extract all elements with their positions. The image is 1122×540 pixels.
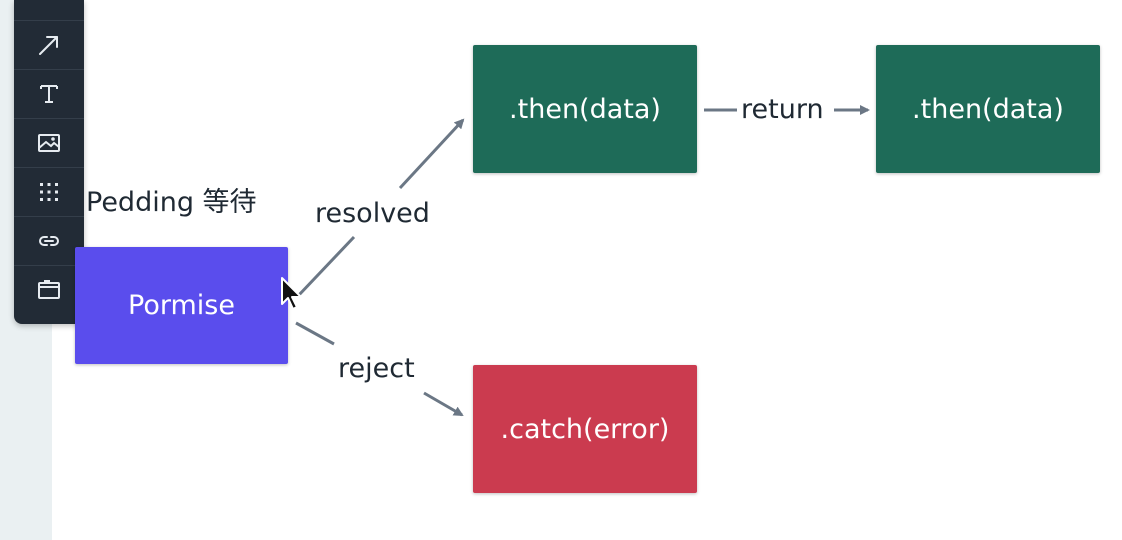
reject-connector-lower	[423, 391, 464, 417]
state-label: Pedding 等待	[86, 187, 257, 218]
then-node-1-label: .then(data)	[509, 93, 661, 125]
resolved-connector-lower	[296, 235, 356, 298]
text-icon	[40, 85, 58, 103]
then-node-1[interactable]: .then(data)	[473, 45, 697, 173]
frame-tool-button[interactable]	[14, 265, 84, 314]
reject-connector-upper	[295, 321, 335, 346]
catch-node-label: .catch(error)	[500, 413, 670, 445]
frame-icon	[38, 280, 60, 299]
image-tool-button[interactable]	[14, 118, 84, 167]
text-tool-button[interactable]	[14, 69, 84, 118]
catch-node[interactable]: .catch(error)	[473, 365, 697, 493]
return-edge-label: return	[741, 94, 824, 125]
link-icon	[39, 236, 59, 246]
arrow-diagonal-icon	[39, 36, 58, 55]
resolved-connector-upper	[398, 118, 465, 190]
promise-node[interactable]: Pormise	[75, 247, 288, 364]
then-node-2-label: .then(data)	[912, 93, 1064, 125]
link-tool-button[interactable]	[14, 216, 84, 265]
grid-tool-button[interactable]	[14, 167, 84, 216]
mouse-pointer-icon	[281, 277, 302, 310]
arrow-tool-button[interactable]	[14, 20, 84, 69]
reject-edge-label: reject	[338, 353, 415, 384]
grid-icon	[40, 183, 58, 201]
image-icon	[38, 134, 60, 152]
promise-node-label: Pormise	[128, 290, 235, 321]
tool-palette	[14, 0, 84, 324]
then-node-2[interactable]: .then(data)	[876, 45, 1100, 173]
resolved-edge-label: resolved	[315, 198, 430, 229]
